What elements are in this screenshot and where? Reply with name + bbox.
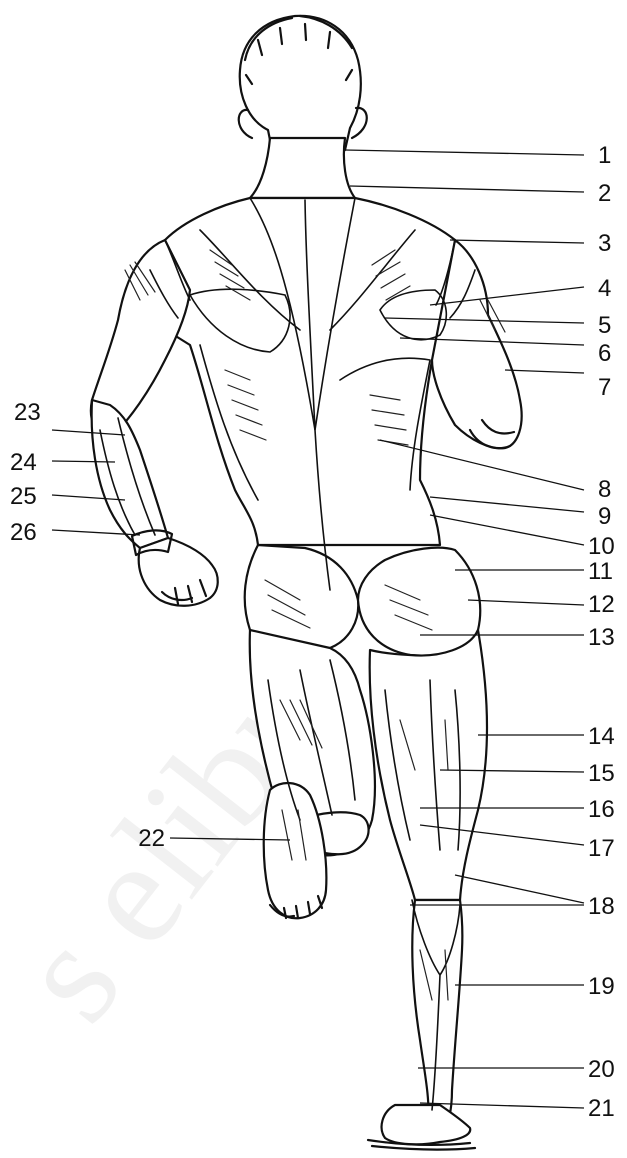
right-foot: [382, 1105, 471, 1144]
label-22: 22: [138, 825, 165, 852]
label-18: 18: [588, 893, 615, 920]
label-9: 9: [598, 503, 611, 530]
leader-7: [505, 370, 584, 373]
neck: [250, 138, 355, 198]
label-7: 7: [598, 374, 611, 401]
label-10: 10: [588, 533, 615, 560]
leader-18a: [455, 875, 584, 903]
label-15: 15: [588, 760, 615, 787]
label-6: 6: [598, 340, 611, 367]
leader-2: [350, 186, 584, 192]
label-4: 4: [598, 275, 611, 302]
label-3: 3: [598, 230, 611, 257]
label-24: 24: [10, 449, 37, 476]
label-20: 20: [588, 1056, 615, 1083]
label-2: 2: [598, 180, 611, 207]
leader-3: [450, 240, 584, 243]
label-19: 19: [588, 973, 615, 1000]
label-13: 13: [588, 624, 615, 651]
leader-1: [345, 150, 584, 155]
leader-10: [430, 515, 584, 545]
leader-9: [430, 497, 584, 512]
label-25: 25: [10, 483, 37, 510]
label-8: 8: [598, 476, 611, 503]
label-12: 12: [588, 591, 615, 618]
label-5: 5: [598, 312, 611, 339]
right-thigh: [370, 630, 487, 900]
leader-12: [468, 600, 584, 605]
label-23: 23: [14, 399, 41, 426]
label-17: 17: [588, 835, 615, 862]
label-14: 14: [588, 723, 615, 750]
right-gluteus: [358, 548, 480, 656]
label-1: 1: [598, 142, 611, 169]
label-16: 16: [588, 796, 615, 823]
label-21: 21: [588, 1095, 615, 1122]
label-26: 26: [10, 519, 37, 546]
label-11: 11: [588, 558, 613, 585]
